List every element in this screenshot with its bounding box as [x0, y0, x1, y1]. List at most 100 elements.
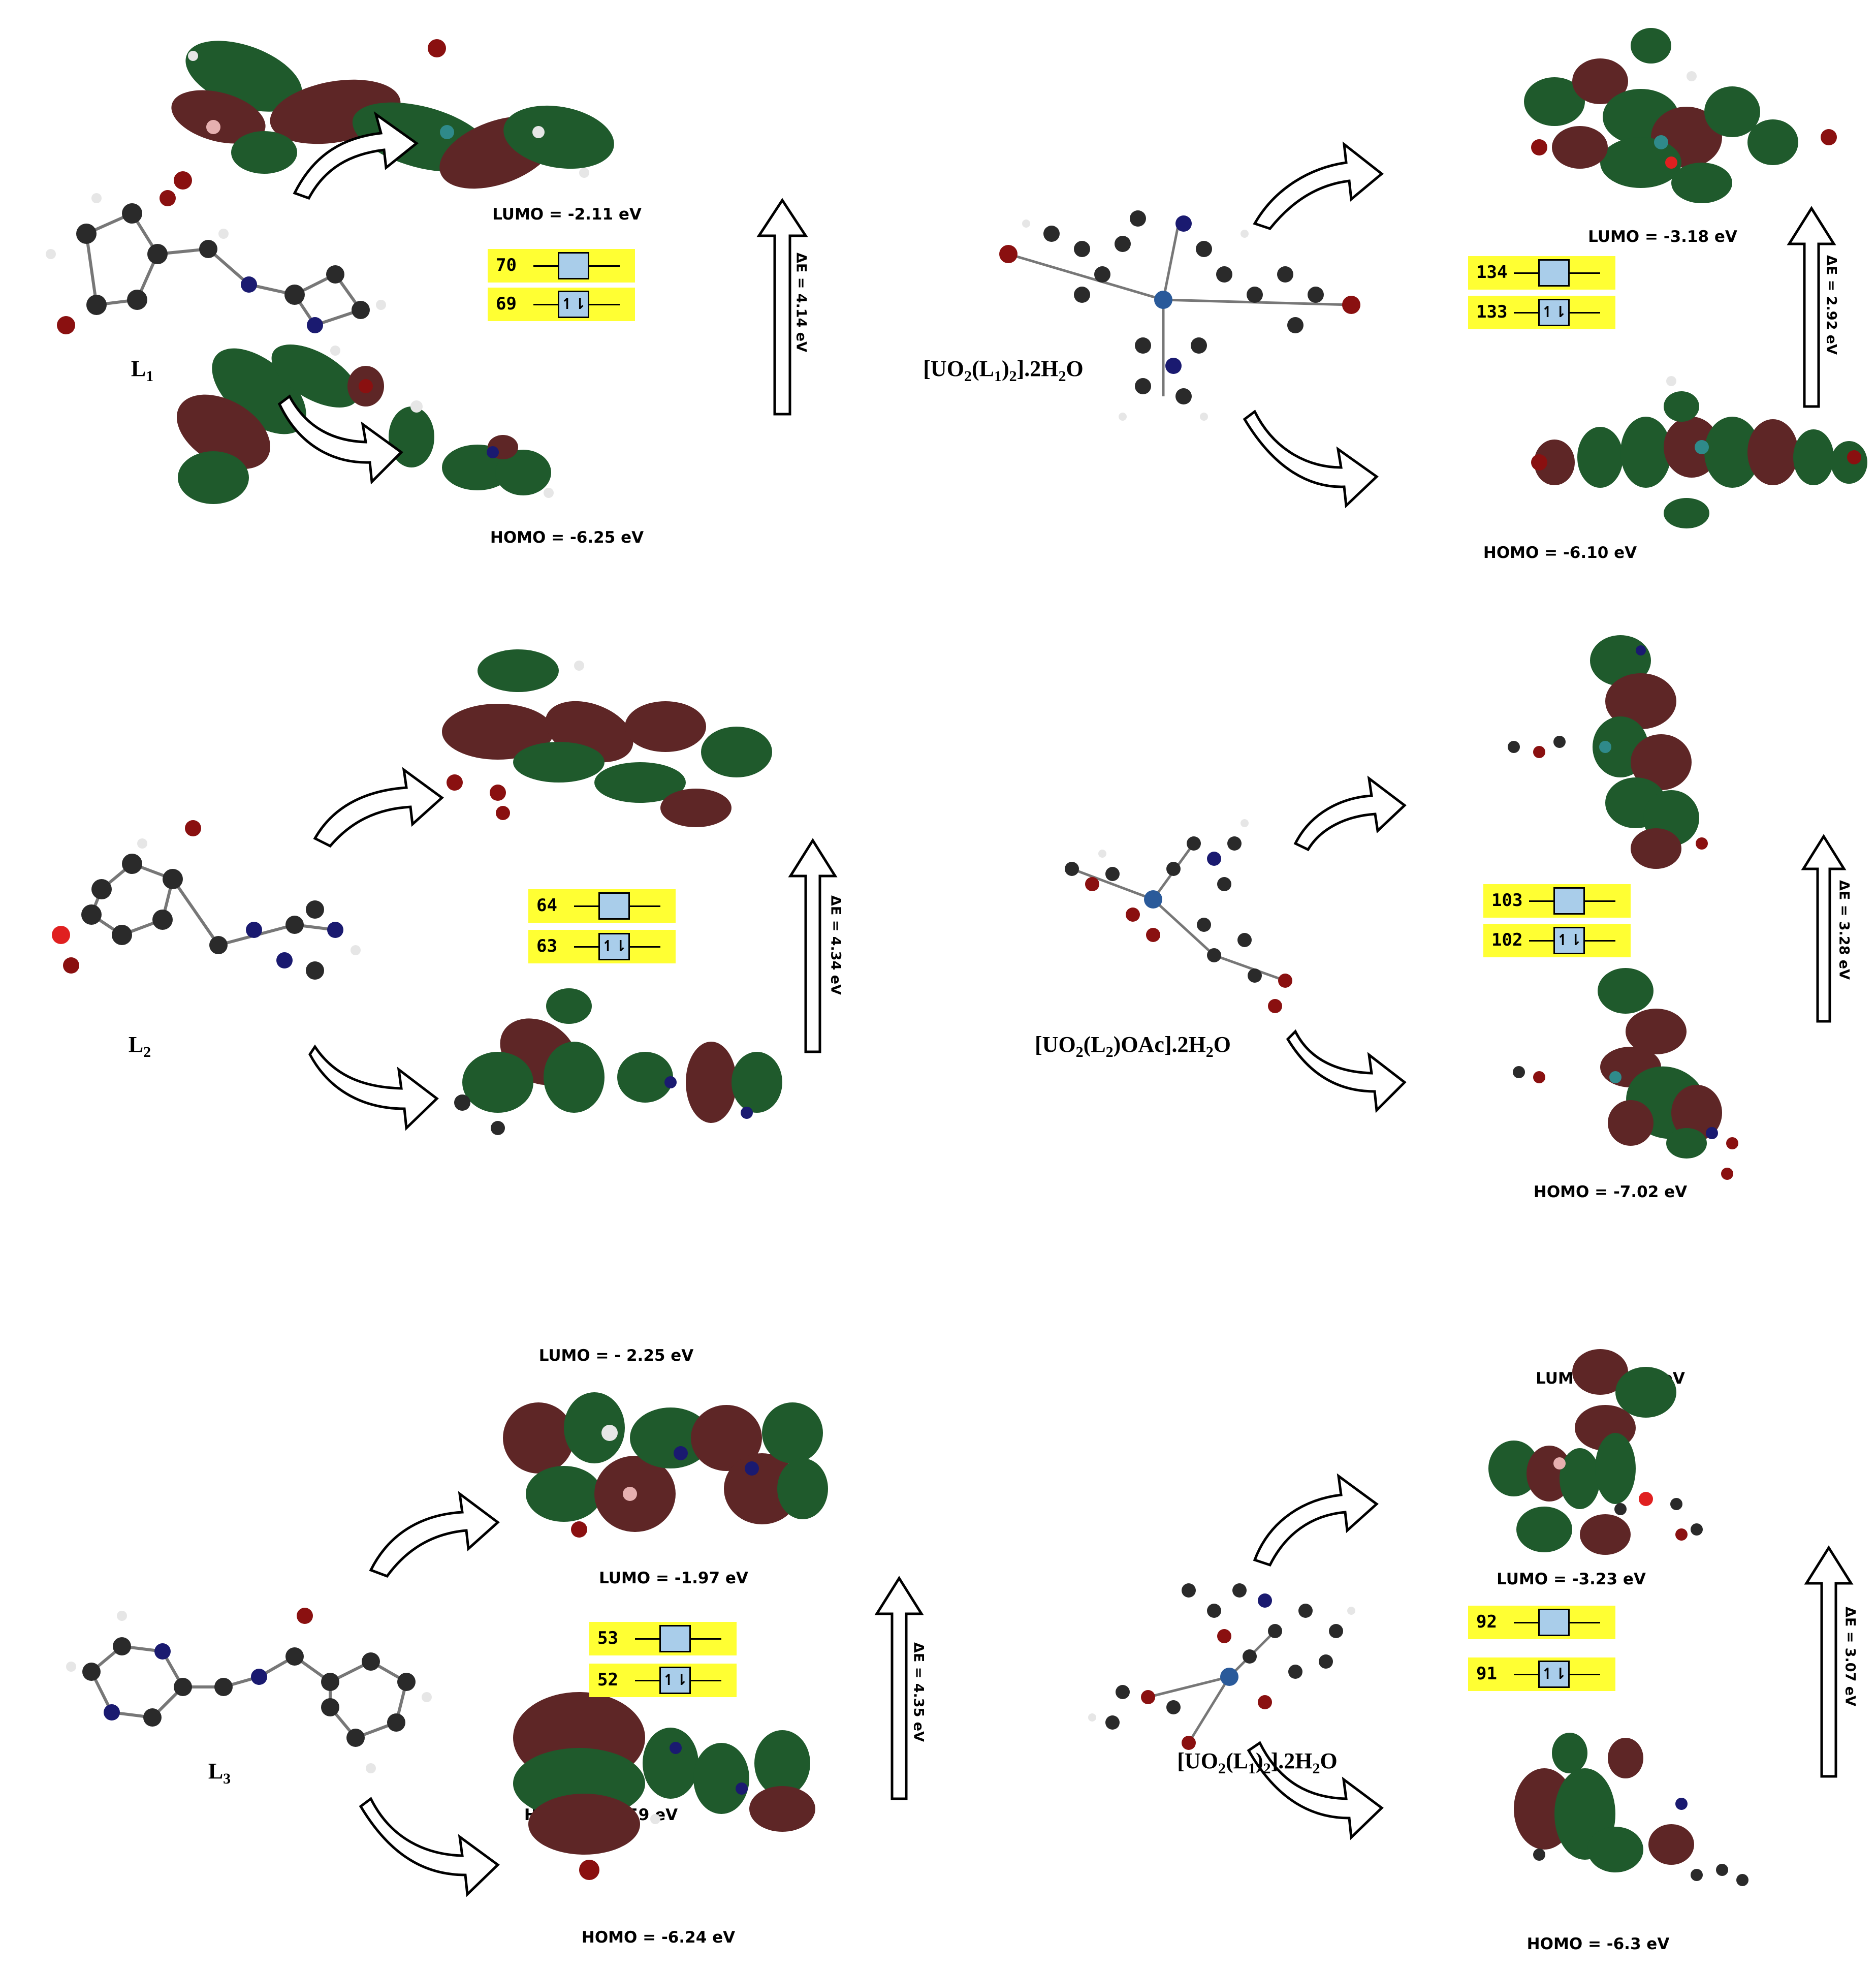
lumo-energy-label: LUMO = -2.11 eV: [492, 205, 642, 224]
molecule-label: L2: [128, 1032, 151, 1060]
orbital-art-l3: [66, 1392, 924, 1897]
energy-gap-label: ΔE = 4.14 eV: [793, 253, 809, 352]
panel-uo2-l1-complex: LUMO = -3.18 eV HOMO = -6.10 eV [UO2(L1)…: [899, 10, 1867, 569]
molecule-label: [UO2(L1)2].2H2O: [1177, 1748, 1338, 1777]
empty-orbital-box: [558, 252, 589, 279]
energy-gap-label: ΔE = 3.07 eV: [1842, 1607, 1858, 1706]
lumo-energy-label: LUMO = -3.18 eV: [1588, 228, 1737, 246]
homo-orbital: [177, 345, 554, 504]
homo-orbital: [513, 1692, 815, 1880]
arrow-to-lumo: [369, 1491, 500, 1578]
ground-state-structure: [1065, 819, 1292, 1013]
panel-l1: LUMO = -2.11 eV HOMO = -6.25 eV L1 70 69…: [30, 10, 823, 569]
occupied-orbital-box: ↿⇂: [558, 291, 589, 318]
lumo-energy-label: LUMO = - 2.25 eV: [538, 1347, 694, 1365]
energy-gap-arrow: [1801, 834, 1847, 1023]
energy-gap-label: ΔE = 4.34 eV: [828, 895, 844, 995]
homo-level-number: 91: [1476, 1664, 1497, 1684]
lumo-orbital: [1508, 635, 1708, 869]
arrow-to-homo: [1243, 410, 1379, 509]
orbital-art-uo2-l1-complex: [999, 28, 1867, 528]
orbital-art-l2: [52, 649, 838, 1135]
homo-level-number: 52: [597, 1670, 618, 1690]
ground-state-structure: [66, 1608, 432, 1773]
homo-orbital: [1513, 968, 1738, 1180]
arrow-to-lumo: [1253, 1473, 1379, 1567]
lumo-level-number: 134: [1476, 262, 1508, 283]
molecule-label: L3: [208, 1759, 231, 1787]
molecule-label: [UO2(L2)OAc].2H2O: [1035, 1032, 1231, 1060]
empty-orbital-box: [659, 1625, 691, 1652]
homo-level-number: 63: [536, 936, 557, 956]
energy-gap-arrow: [1787, 206, 1836, 408]
orbital-art-uo2-l2-oac-complex: [1065, 635, 1847, 1180]
panel-uo2-l1-complex-bottom: LUMO = -3.23 eV HOMO = -6.3 eV [UO2(L1)2…: [1021, 1347, 1864, 1966]
lumo-level-box: 70: [488, 249, 635, 283]
lumo-level-box: 103: [1483, 884, 1631, 918]
lumo-level-box: 64: [528, 889, 676, 923]
homo-energy-label: HOMO = -6.25 eV: [490, 528, 644, 547]
energy-gap-label: ΔE = 2.92 eV: [1823, 255, 1839, 355]
lumo-energy-label: LUMO = -1.97 eV: [599, 1569, 748, 1587]
energy-gap-label: ΔE = 4.35 eV: [910, 1642, 927, 1742]
empty-orbital-box: [1553, 887, 1585, 915]
homo-level-box: 52 ↿⇂: [589, 1664, 737, 1697]
arrow-to-lumo: [293, 111, 419, 200]
energy-gap-label: ΔE = 3.28 eV: [1836, 880, 1852, 980]
orbital-art-l1: [46, 39, 808, 504]
lumo-orbital: [442, 649, 772, 827]
molecule-label: L1: [131, 356, 154, 385]
arrow-to-homo: [359, 1797, 500, 1897]
homo-level-box: 69 ↿⇂: [488, 288, 635, 321]
lumo-level-box: 134: [1468, 256, 1615, 290]
lumo-level-box: 92: [1468, 1606, 1615, 1639]
arrow-to-homo: [277, 394, 403, 485]
lumo-level-number: 53: [597, 1628, 618, 1648]
occupied-orbital-box: ↿⇂: [1538, 1661, 1570, 1688]
homo-level-box: 133 ↿⇂: [1468, 296, 1615, 329]
lumo-level-number: 64: [536, 895, 557, 916]
lumo-level-number: 103: [1491, 890, 1523, 911]
homo-level-number: 69: [496, 294, 517, 314]
panel-l3: LUMO = -1.97 eV HOMO = -6.24 eV L3 53 52…: [41, 1362, 935, 1956]
homo-energy-label: HOMO = -6.10 eV: [1483, 544, 1637, 562]
occupied-orbital-box: ↿⇂: [659, 1667, 691, 1694]
ground-state-structure: [52, 820, 361, 980]
homo-level-box: 91 ↿⇂: [1468, 1657, 1615, 1691]
lumo-energy-label: LUMO = -3.23 eV: [1497, 1570, 1646, 1588]
homo-level-number: 133: [1476, 302, 1508, 322]
homo-level-number: 102: [1491, 930, 1523, 950]
energy-gap-arrow: [874, 1576, 924, 1800]
occupied-orbital-box: ↿⇂: [598, 933, 630, 960]
orbital-art-uo2-l1-complex-bottom: [1088, 1349, 1854, 1886]
empty-orbital-box: [598, 892, 630, 920]
homo-energy-label: HOMO = -6.24 eV: [581, 1928, 736, 1947]
homo-energy-label: HOMO = -6.3 eV: [1527, 1935, 1670, 1953]
homo-orbital: [1531, 376, 1867, 528]
ground-state-structure: [1088, 1583, 1355, 1750]
occupied-orbital-box: ↿⇂: [1538, 299, 1570, 326]
lumo-orbital: [1524, 28, 1837, 203]
homo-level-box: 63 ↿⇂: [528, 930, 676, 963]
energy-gap-arrow: [1804, 1545, 1854, 1778]
arrow-to-lumo: [313, 767, 444, 848]
empty-orbital-box: [1538, 1609, 1570, 1636]
homo-energy-label: HOMO = -7.02 eV: [1533, 1183, 1688, 1201]
homo-orbital: [1514, 1733, 1748, 1886]
lumo-orbital: [171, 39, 614, 190]
arrow-to-lumo: [1293, 775, 1407, 852]
homo-level-box: 102 ↿⇂: [1483, 924, 1631, 957]
arrow-to-homo: [308, 1044, 439, 1131]
arrow-to-homo: [1247, 1741, 1384, 1840]
lumo-orbital: [1488, 1349, 1703, 1555]
molecule-label: [UO2(L1)2].2H2O: [923, 356, 1084, 385]
lumo-level-number: 70: [496, 255, 517, 275]
ground-state-structure: [999, 210, 1360, 421]
homo-orbital: [454, 988, 782, 1135]
empty-orbital-box: [1538, 259, 1570, 287]
panel-uo2-l2-oac-complex: LUMO = -3.74 eV HOMO = -7.02 eV [UO2(L2)…: [1001, 630, 1864, 1388]
energy-gap-arrow: [788, 838, 838, 1053]
lumo-level-box: 53: [589, 1622, 737, 1655]
arrow-to-homo: [1286, 1029, 1407, 1113]
